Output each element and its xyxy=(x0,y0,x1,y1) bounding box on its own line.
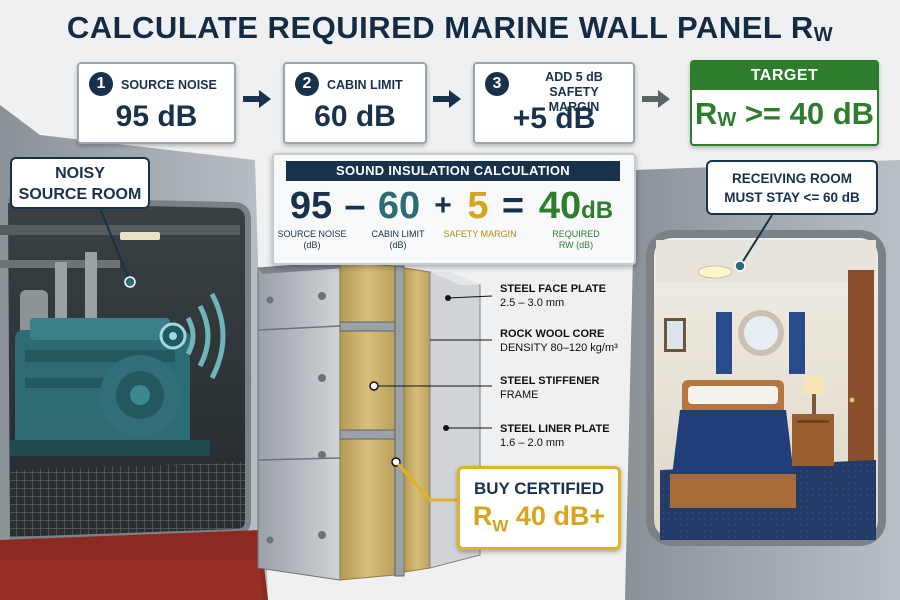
plus-sign: + xyxy=(434,189,452,222)
arrow-right-icon xyxy=(243,90,271,108)
arrow-right-icon xyxy=(642,90,670,108)
buy-certified-box: BUY CERTIFIED RW 40 dB+ xyxy=(457,466,621,550)
target-header: TARGET xyxy=(692,62,877,90)
target-box: TARGET RW >= 40 dB xyxy=(690,60,879,146)
limit-value: 60 xyxy=(377,185,421,227)
calculation-header: SOUND INSULATION CALCULATION xyxy=(286,161,620,181)
source-value: 95 xyxy=(289,185,333,227)
arrow-right-icon xyxy=(433,90,461,108)
step-number-1: 1 xyxy=(89,72,113,96)
step-value: +5 dB xyxy=(512,102,596,135)
step-value: 95 dB xyxy=(115,100,198,133)
source-label: SOURCE NOISE(dB) xyxy=(277,229,347,250)
equals-sign: = xyxy=(501,185,525,227)
minus-sign: – xyxy=(344,185,366,227)
limit-label: CABIN LIMIT(dB) xyxy=(371,229,425,250)
calculation-panel: SOUND INSULATION CALCULATION 95 – 60 + 5… xyxy=(272,153,636,265)
margin-label: SAFETY MARGIN xyxy=(443,229,517,239)
step-number-2: 2 xyxy=(295,72,319,96)
step-label: CABIN LIMIT xyxy=(327,78,403,92)
step-value: 60 dB xyxy=(314,100,396,133)
step-number-3: 3 xyxy=(485,72,509,96)
margin-value: 5 xyxy=(467,185,489,227)
step-source-noise: 1 SOURCE NOISE 95 dB xyxy=(77,62,236,144)
buy-value: RW 40 dB+ xyxy=(472,501,606,536)
step-cabin-limit: 2 CABIN LIMIT 60 dB xyxy=(283,62,427,144)
target-value: RW >= 40 dB xyxy=(694,96,875,131)
result-value: 40dB xyxy=(538,185,614,227)
page-title: CALCULATE REQUIRED MARINE WALL PANEL RW xyxy=(66,10,834,46)
step-label: SOURCE NOISE xyxy=(121,78,217,92)
buy-label: BUY CERTIFIED xyxy=(473,479,605,498)
